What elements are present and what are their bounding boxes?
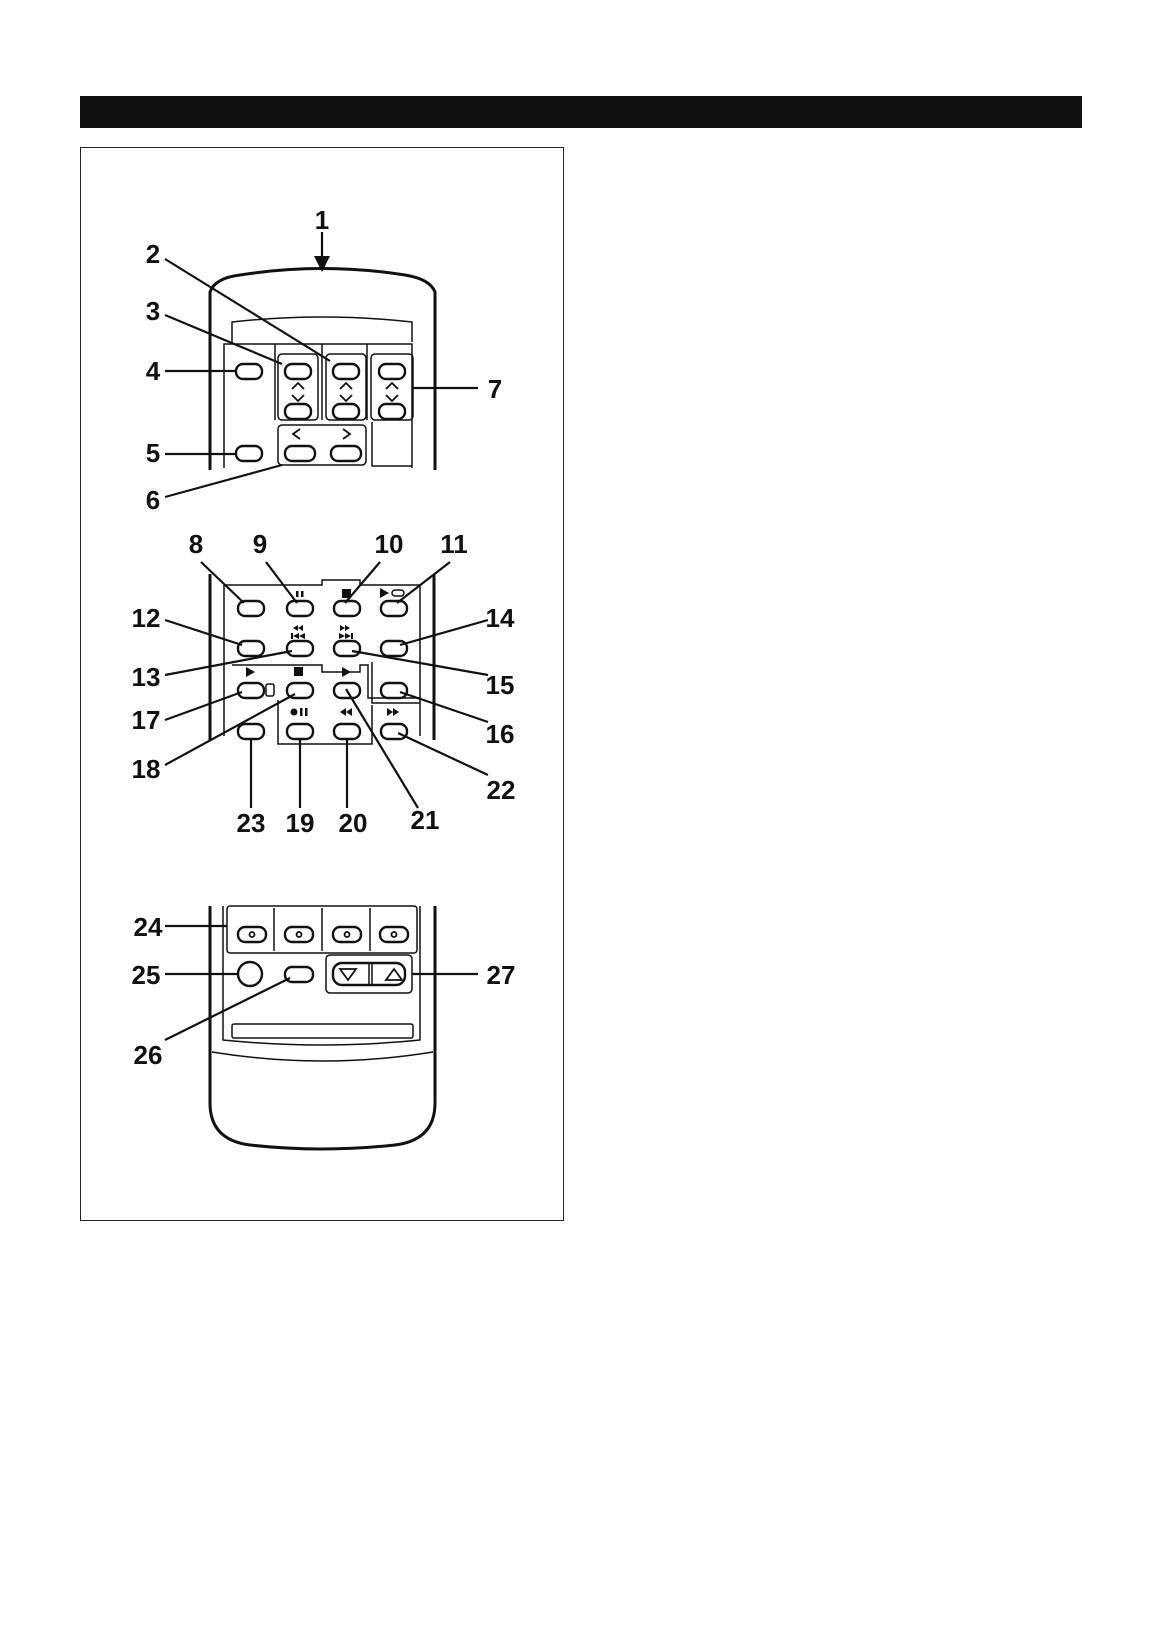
button-10-stop[interactable]	[334, 601, 360, 616]
rewind-icon	[340, 708, 352, 716]
callout-26: 26	[134, 1040, 163, 1070]
button-24-d[interactable]	[380, 927, 408, 942]
button-8[interactable]	[238, 601, 264, 616]
callout-20: 20	[339, 808, 368, 838]
callout-19: 19	[286, 808, 315, 838]
button-24-b[interactable]	[285, 927, 313, 942]
button-9-pause[interactable]	[287, 601, 313, 616]
button-16[interactable]	[381, 683, 407, 698]
leader-14	[400, 620, 488, 645]
callout-13: 13	[132, 662, 161, 692]
skip-back-icon	[291, 625, 305, 639]
record-icon	[291, 709, 298, 716]
button-26[interactable]	[285, 967, 313, 982]
callout-1: 1	[315, 205, 329, 235]
callout-9: 9	[253, 529, 267, 559]
button-12[interactable]	[238, 641, 264, 656]
callout-21: 21	[411, 805, 440, 835]
button-23[interactable]	[238, 724, 264, 739]
callout-18: 18	[132, 754, 161, 784]
leader-22	[398, 733, 488, 775]
callout-10: 10	[375, 529, 404, 559]
stop-icon	[294, 667, 303, 676]
callout-4: 4	[146, 356, 161, 386]
button-13-skip-back[interactable]	[287, 641, 313, 656]
callout-3: 3	[146, 296, 160, 326]
callout-14: 14	[486, 603, 515, 633]
callout-17: 17	[132, 705, 161, 735]
leader-11	[397, 562, 450, 603]
fast-forward-icon	[387, 708, 399, 716]
callout-12: 12	[132, 603, 161, 633]
callout-11: 11	[440, 529, 468, 559]
play-icon	[342, 667, 351, 677]
button-25-power[interactable]	[238, 962, 262, 986]
callout-22: 22	[487, 775, 516, 805]
button-11-play-repeat[interactable]	[381, 601, 407, 616]
play-icon	[246, 667, 255, 677]
button-3-up[interactable]	[285, 364, 311, 379]
callout-25: 25	[132, 960, 161, 990]
callout-16: 16	[486, 719, 515, 749]
button-19-record-pause[interactable]	[287, 724, 313, 739]
button-3-down[interactable]	[285, 404, 311, 419]
button-20-rewind[interactable]	[334, 724, 360, 739]
callout-2: 2	[146, 239, 160, 269]
link-indicator	[266, 684, 274, 696]
callout-5: 5	[146, 438, 160, 468]
leader-18	[165, 694, 295, 765]
button-4[interactable]	[236, 364, 262, 379]
button-6-right[interactable]	[331, 446, 361, 461]
play-icon	[380, 588, 389, 598]
callout-23: 23	[237, 808, 266, 838]
pause-icon	[296, 591, 299, 597]
button-24-a[interactable]	[238, 927, 266, 942]
leader-8	[201, 562, 244, 603]
callout-7: 7	[488, 374, 502, 404]
button-15-skip-forward[interactable]	[334, 641, 360, 656]
skip-forward-icon	[339, 625, 353, 639]
leader-17	[165, 692, 242, 720]
leader-9	[266, 562, 297, 603]
leader-16	[400, 692, 488, 722]
button-22-fast-forward[interactable]	[381, 724, 407, 739]
repeat-icon	[392, 590, 404, 596]
button-5[interactable]	[236, 446, 262, 461]
button-24-c[interactable]	[333, 927, 361, 942]
callout-15: 15	[486, 670, 515, 700]
button-7-down[interactable]	[379, 404, 405, 419]
callout-6: 6	[146, 485, 160, 515]
leader-10	[345, 562, 380, 603]
button-2-up[interactable]	[333, 364, 359, 379]
button-6-left[interactable]	[285, 446, 315, 461]
leader-21	[346, 689, 418, 808]
leader-13	[165, 651, 292, 675]
callout-27: 27	[487, 960, 516, 990]
callout-24: 24	[134, 912, 163, 942]
leader-12	[165, 620, 242, 645]
button-7-up[interactable]	[379, 364, 405, 379]
button-2-down[interactable]	[333, 404, 359, 419]
callout-8: 8	[189, 529, 203, 559]
button-17-play[interactable]	[238, 683, 264, 698]
